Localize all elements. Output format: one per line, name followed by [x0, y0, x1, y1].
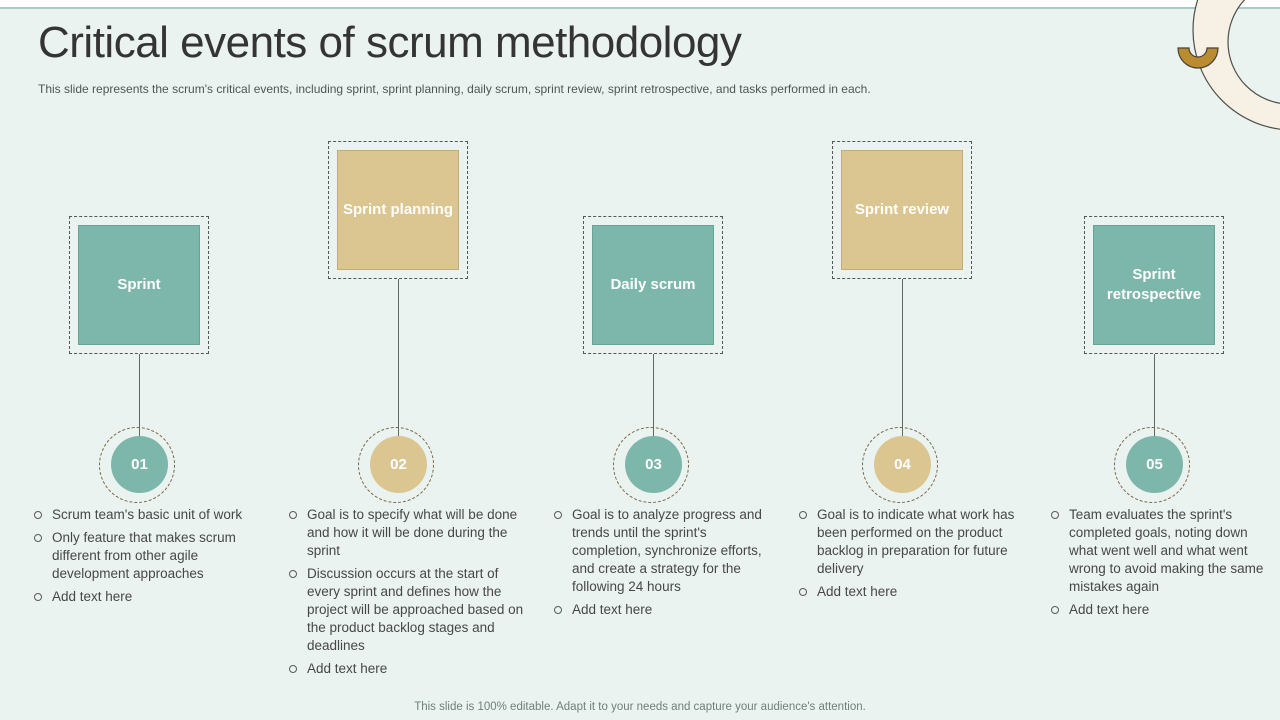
- top-border-strip: [0, 0, 1280, 9]
- bullet-circle-icon: [554, 606, 562, 614]
- bullet-text: Add text here: [52, 589, 133, 604]
- bullet-text: Scrum team's basic unit of work: [52, 507, 243, 522]
- number-badge: 01: [111, 436, 168, 493]
- dashed-ring: [613, 427, 689, 503]
- list-item: Scrum team's basic unit of work: [32, 506, 254, 524]
- list-item: Add text here: [287, 660, 529, 678]
- list-item: Team evaluates the sprint's completed go…: [1049, 506, 1267, 596]
- bullet-list: Goal is to indicate what work has been p…: [797, 506, 1027, 606]
- list-item: Only feature that makes scrum different …: [32, 529, 254, 583]
- dashed-ring: [862, 427, 938, 503]
- connector-line: [902, 279, 903, 436]
- event-label: Sprint planning: [343, 201, 453, 219]
- list-item: Goal is to specify what will be done and…: [287, 506, 529, 560]
- number-label: 01: [131, 456, 148, 473]
- bullet-list: Goal is to analyze progress and trends u…: [552, 506, 772, 624]
- list-item: Add text here: [552, 601, 772, 619]
- number-label: 05: [1146, 456, 1163, 473]
- footer-note: This slide is 100% editable. Adapt it to…: [414, 701, 866, 713]
- event-label: Sprint: [117, 276, 161, 294]
- dashed-frame: Daily scrum: [583, 216, 723, 354]
- corner-ring-decoration: [1177, 0, 1280, 130]
- bullet-list: Goal is to specify what will be done and…: [287, 506, 529, 683]
- list-item: Goal is to analyze progress and trends u…: [552, 506, 772, 596]
- number-badge: 03: [625, 436, 682, 493]
- list-item: Discussion occurs at the start of every …: [287, 565, 529, 655]
- event-label: Daily scrum: [610, 276, 696, 294]
- bullet-text: Team evaluates the sprint's completed go…: [1069, 507, 1264, 594]
- dashed-frame: Sprint: [69, 216, 209, 354]
- bullet-circle-icon: [799, 588, 807, 596]
- connector-line: [1154, 354, 1155, 436]
- bullet-circle-icon: [289, 511, 297, 519]
- bullet-circle-icon: [1051, 511, 1059, 519]
- bullet-circle-icon: [554, 511, 562, 519]
- page-title: Critical events of scrum methodology: [38, 18, 742, 67]
- bullet-list: Scrum team's basic unit of work Only fea…: [32, 506, 254, 611]
- bullet-text: Add text here: [307, 661, 388, 676]
- number-label: 04: [894, 456, 911, 473]
- bullet-circle-icon: [34, 593, 42, 601]
- bullet-text: Goal is to specify what will be done and…: [307, 507, 518, 558]
- list-item: Add text here: [32, 588, 254, 606]
- dashed-ring: [1114, 427, 1190, 503]
- connector-line: [653, 354, 654, 436]
- bullet-text: Only feature that makes scrum different …: [52, 530, 236, 581]
- bullet-circle-icon: [34, 534, 42, 542]
- bullet-circle-icon: [289, 665, 297, 673]
- list-item: Add text here: [797, 583, 1027, 601]
- bullet-circle-icon: [799, 511, 807, 519]
- bullet-list: Team evaluates the sprint's completed go…: [1049, 506, 1267, 624]
- dashed-frame: Sprint planning: [328, 141, 468, 279]
- dashed-ring: [358, 427, 434, 503]
- dashed-frame: Sprint review: [832, 141, 972, 279]
- bullet-circle-icon: [34, 511, 42, 519]
- bullet-text: Goal is to analyze progress and trends u…: [572, 507, 762, 594]
- connector-line: [398, 279, 399, 436]
- number-label: 02: [390, 456, 407, 473]
- gold-half-ring-icon: [1177, 47, 1219, 69]
- bullet-text: Add text here: [572, 602, 653, 617]
- event-box: Daily scrum: [592, 225, 714, 345]
- event-box: Sprint retrospective: [1093, 225, 1215, 345]
- number-badge: 05: [1126, 436, 1183, 493]
- event-label: Sprint retrospective: [1106, 266, 1202, 303]
- bullet-circle-icon: [1051, 606, 1059, 614]
- event-box: Sprint review: [841, 150, 963, 270]
- header: Critical events of scrum methodology Thi…: [38, 18, 1038, 96]
- number-badge: 04: [874, 436, 931, 493]
- connector-line: [139, 354, 140, 436]
- dashed-ring: [99, 427, 175, 503]
- event-label: Sprint review: [854, 201, 950, 219]
- dashed-frame: Sprint retrospective: [1084, 216, 1224, 354]
- bullet-text: Goal is to indicate what work has been p…: [817, 507, 1015, 576]
- cream-ring-icon: [1192, 0, 1280, 130]
- list-item: Goal is to indicate what work has been p…: [797, 506, 1027, 578]
- bullet-text: Add text here: [817, 584, 898, 599]
- number-label: 03: [645, 456, 662, 473]
- number-badge: 02: [370, 436, 427, 493]
- event-box: Sprint: [78, 225, 200, 345]
- page-subtitle: This slide represents the scrum's critic…: [38, 81, 871, 96]
- event-box: Sprint planning: [337, 150, 459, 270]
- list-item: Add text here: [1049, 601, 1267, 619]
- bullet-circle-icon: [289, 570, 297, 578]
- bullet-text: Discussion occurs at the start of every …: [307, 566, 524, 653]
- bullet-text: Add text here: [1069, 602, 1150, 617]
